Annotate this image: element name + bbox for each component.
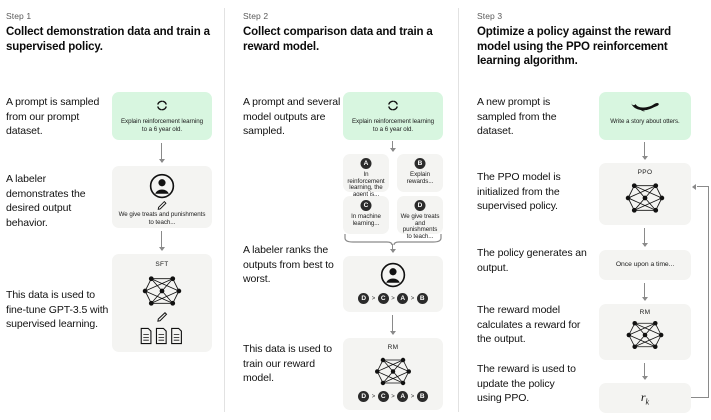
rank-separator: > — [391, 393, 395, 400]
step-3-ppo-card[interactable]: PPO — [599, 163, 691, 225]
rank-badge-1: D — [358, 293, 370, 304]
step-1-labeler-card[interactable]: We give treats and punishments to teach.… — [112, 166, 212, 228]
pencil-icon — [157, 200, 168, 211]
rank-separator: > — [391, 295, 395, 302]
reward-letter: r — [640, 390, 646, 404]
option-letter-b: B — [414, 158, 426, 169]
arrow-prompt-to-labeler — [161, 143, 163, 162]
step-2-paragraph-2: A labeler ranks the outputs from best to… — [243, 244, 334, 285]
feedback-loop-right — [708, 186, 710, 398]
step-2-rm-card[interactable]: RM — [343, 338, 443, 410]
step-1-paragraph-3: This data is used to fine-tune GPT-3.5 w… — [6, 289, 109, 330]
step-3-column: Step 3 Optimize a policy against the rew… — [459, 0, 711, 420]
step-3-rm-card[interactable]: RM — [599, 304, 691, 360]
step-2-option-card-d[interactable]: D We give treats and punishments to teac… — [397, 196, 443, 239]
step-2-option-card-c[interactable]: C In machine learning... — [343, 196, 389, 234]
feedback-loop-arrowhead — [692, 183, 696, 190]
rank-badge-4: B — [416, 391, 428, 402]
feedback-loop-top — [697, 186, 709, 188]
reward-symbol: rk — [599, 390, 691, 406]
arrow-rm-to-reward — [644, 363, 646, 379]
arrow-options-to-labeler — [392, 244, 394, 252]
column-divider-1 — [224, 8, 225, 412]
rank-badge-2: C — [377, 391, 389, 402]
rank-separator: > — [371, 393, 376, 400]
rank-badge-2: C — [377, 293, 389, 304]
step-2-option-card-a[interactable]: A In reinforcement learning, the agent i… — [343, 154, 389, 197]
step-2-prompt-card[interactable]: Explain reinforcement learning to a 6 ye… — [343, 92, 443, 140]
option-text-b: Explain rewards... — [406, 171, 434, 185]
labeler-ranking-row: D > C > A > B — [343, 293, 443, 304]
step-3-output-card[interactable]: Once upon a time... — [599, 250, 691, 280]
step-3-rm-title: RM — [639, 309, 651, 316]
step-1-sft-title: SFT — [155, 261, 169, 268]
step-1-paragraph-2: A labeler demonstrates the desired outpu… — [6, 173, 86, 229]
option-text-c: In machine learning... — [351, 213, 381, 227]
step-3-ppo-title: PPO — [637, 169, 653, 176]
step-2-label: Step 2 — [243, 11, 269, 21]
rank-badge-3: A — [397, 293, 409, 304]
option-letter-a: A — [360, 158, 372, 169]
step-3-paragraph-2: The PPO model is initialized from the su… — [477, 171, 561, 212]
feedback-loop-bottom — [691, 397, 709, 399]
pencil-icon — [156, 311, 168, 323]
column-divider-2 — [458, 8, 459, 412]
step-2-labeler-card[interactable]: D > C > A > B — [343, 256, 443, 312]
step-1-prompt-card[interactable]: Explain reinforcement learning to a 6 ye… — [112, 92, 212, 140]
step-1-title: Collect demonstration data and train a s… — [6, 26, 210, 53]
step-3-output-text: Once upon a time... — [615, 261, 675, 268]
step-1-label: Step 1 — [6, 11, 32, 21]
step-3-paragraph-5: The reward is used to update the policy … — [477, 363, 576, 404]
otter-icon — [630, 98, 660, 113]
step-3-prompt-card[interactable]: Write a story about otters. — [599, 92, 691, 140]
neural-network-icon — [139, 273, 185, 309]
option-text-d: We give treats and punishments to teach.… — [400, 213, 440, 240]
option-letter-c: C — [360, 200, 372, 211]
step-1-prompt-text: Explain reinforcement learning to a 6 ye… — [120, 118, 204, 133]
rank-badge-3: A — [397, 391, 409, 402]
neural-network-icon — [370, 355, 416, 388]
step-1-sft-card[interactable]: SFT — [112, 254, 212, 352]
step-3-paragraph-1: A new prompt is sampled from the dataset… — [477, 96, 557, 137]
option-letter-d: D — [414, 200, 426, 211]
documents-icon — [139, 327, 185, 345]
step-1-labeler-text: We give treats and punishments to teach.… — [118, 211, 206, 226]
step-3-paragraph-4: The reward model calculates a reward for… — [477, 304, 581, 345]
person-icon — [149, 173, 175, 199]
step-3-reward-card[interactable]: rk — [599, 383, 691, 413]
step-3-title: Optimize a policy against the reward mod… — [477, 26, 671, 67]
step-3-prompt-text: Write a story about otters. — [610, 118, 680, 125]
rank-badge-4: B — [416, 293, 428, 304]
step-2-column: Step 2 Collect comparison data and train… — [225, 0, 458, 420]
circular-arrows-icon — [387, 99, 400, 112]
step-2-paragraph-3: This data is used to train our reward mo… — [243, 343, 333, 384]
arrow-prompt-to-ppo — [644, 142, 646, 159]
step-2-prompt-text: Explain reinforcement learning to a 6 ye… — [351, 118, 435, 133]
arrow-output-to-rm — [644, 283, 646, 300]
step-1-column: Step 1 Collect demonstration data and tr… — [0, 0, 224, 420]
option-text-a: In reinforcement learning, the agent is.… — [347, 171, 385, 198]
arrow-labeler-to-sft — [161, 231, 163, 250]
person-icon — [380, 262, 406, 288]
circular-arrows-icon — [156, 99, 169, 112]
step-2-paragraph-1: A prompt and several model outputs are s… — [243, 96, 341, 137]
neural-network-icon — [622, 180, 668, 216]
neural-network-icon — [623, 318, 667, 352]
step-3-paragraph-3: The policy generates an output. — [477, 247, 587, 274]
rank-separator: > — [410, 393, 415, 400]
step-1-paragraph-1: A prompt is sampled from our prompt data… — [6, 96, 100, 137]
rank-separator: > — [410, 295, 415, 302]
reward-subscript: k — [645, 397, 650, 407]
rm-ranking-row: D > C > A > B — [343, 391, 443, 402]
step-2-option-card-b[interactable]: B Explain rewards... — [397, 154, 443, 192]
step-3-label: Step 3 — [477, 11, 503, 21]
step-2-title: Collect comparison data and train a rewa… — [243, 26, 433, 53]
arrow-prompt-to-options — [392, 141, 394, 151]
arrow-labeler-to-rm — [392, 315, 394, 334]
rank-separator: > — [371, 295, 376, 302]
step-2-rm-title: RM — [387, 344, 399, 351]
rank-badge-1: D — [358, 391, 370, 402]
arrow-ppo-to-output — [644, 228, 646, 246]
